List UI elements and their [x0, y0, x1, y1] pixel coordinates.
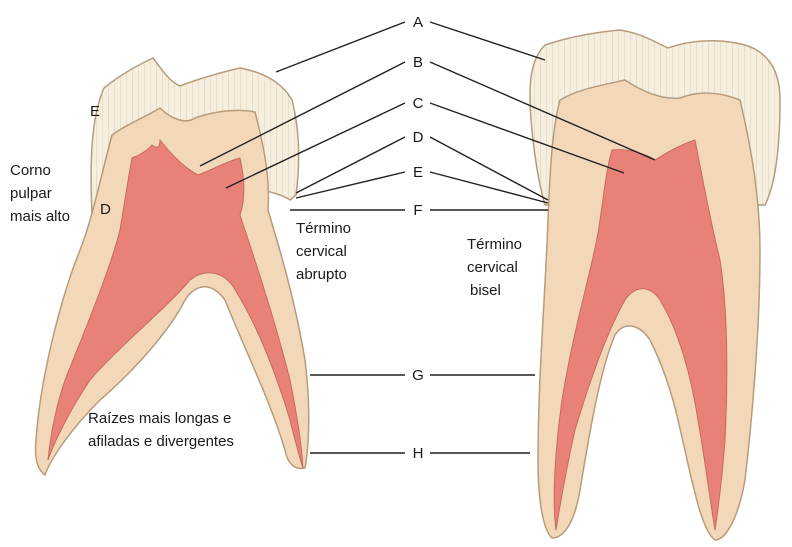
label-e: E	[413, 164, 423, 181]
leader-a-left	[276, 22, 405, 72]
leader-a-right	[430, 22, 545, 60]
note-roots-line-2: afiladas e divergentes	[88, 433, 234, 450]
right-dentin	[538, 80, 760, 540]
left-label-e: E	[90, 103, 100, 120]
note-pulp-horn-line-3: mais alto	[10, 208, 70, 225]
label-b: B	[413, 54, 423, 71]
left-label-d: D	[100, 201, 111, 218]
note-cervical-bevel: Término cervical bisel	[467, 236, 522, 299]
note-cervical-bevel-line-1: Término	[467, 236, 522, 253]
note-cervical-abrupt-line-1: Término	[296, 220, 351, 237]
right-tooth	[530, 30, 780, 540]
note-roots: Raízes mais longas e afiladas e divergen…	[88, 410, 234, 450]
label-c: C	[413, 95, 424, 112]
label-a: A	[413, 14, 423, 31]
note-pulp-horn-line-2: pulpar	[10, 185, 52, 202]
label-d: D	[413, 129, 424, 146]
leader-e-right	[430, 172, 548, 203]
label-g: G	[412, 367, 424, 384]
note-pulp-horn-line-1: Corno	[10, 162, 51, 179]
note-cervical-bevel-line-2: cervical	[467, 259, 518, 276]
note-cervical-abrupt-line-3: abrupto	[296, 266, 347, 283]
label-f: F	[413, 202, 422, 219]
leader-d-right	[430, 137, 548, 200]
letter-labels: A B C D E F G H	[412, 14, 424, 462]
note-cervical-abrupt-line-2: cervical	[296, 243, 347, 260]
note-roots-line-1: Raízes mais longas e	[88, 410, 231, 427]
note-cervical-bevel-line-3: bisel	[470, 282, 501, 299]
label-h: H	[413, 445, 424, 462]
note-pulp-horn: Corno pulpar mais alto	[10, 162, 70, 225]
note-cervical-abrupt: Término cervical abrupto	[296, 220, 351, 283]
